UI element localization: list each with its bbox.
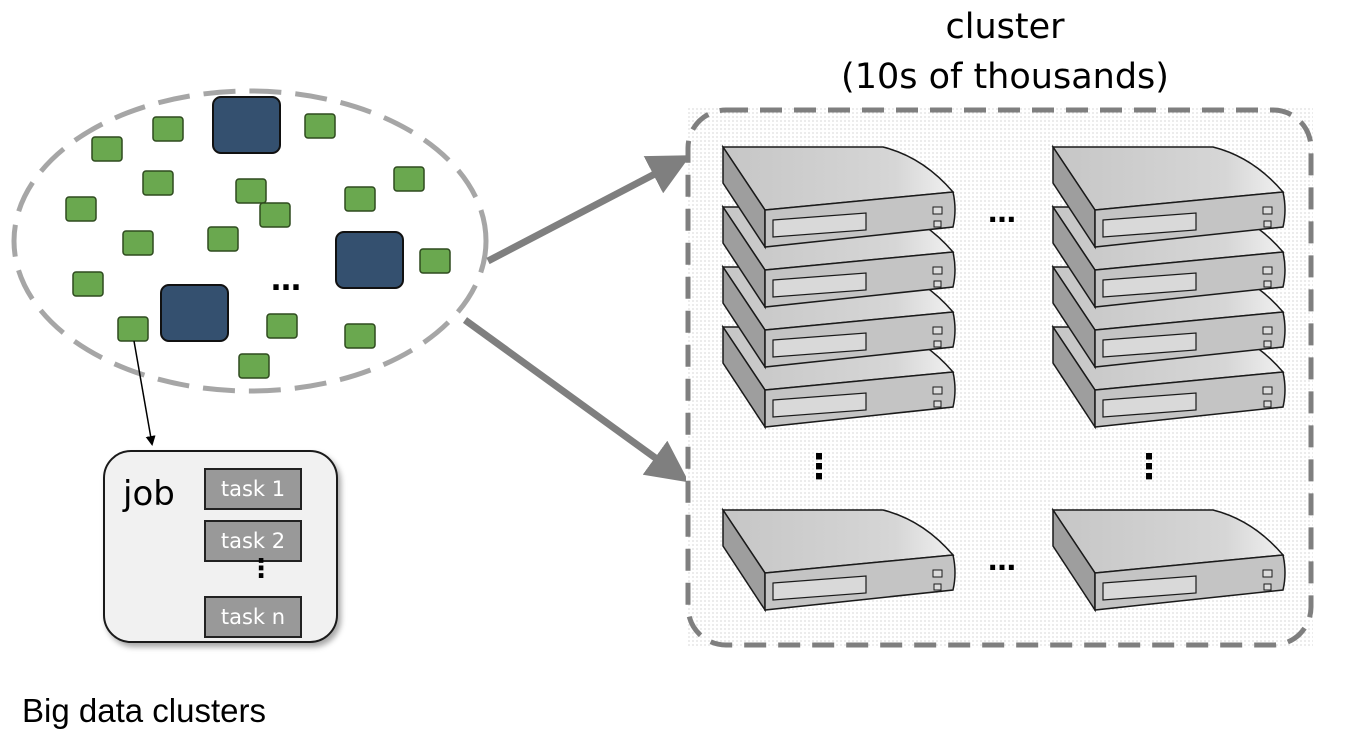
large-task-group bbox=[160, 96, 404, 342]
arrow-icon bbox=[486, 155, 691, 265]
small-task-icon bbox=[72, 271, 104, 297]
task-ellipsis: ⋮ bbox=[248, 554, 274, 584]
small-task-icon bbox=[152, 116, 184, 142]
cluster-title-line2: (10s of thousands) bbox=[841, 57, 1169, 97]
task-to-job-arrow bbox=[133, 340, 156, 446]
arrow-icon bbox=[462, 317, 690, 483]
large-task-icon bbox=[335, 231, 404, 289]
workload-boundary bbox=[11, 88, 489, 394]
small-task-icon bbox=[235, 178, 267, 204]
cluster-row-ellipsis: … bbox=[988, 544, 1016, 577]
large-task-icon bbox=[212, 96, 281, 154]
job-label: job bbox=[123, 474, 175, 514]
small-task-icon bbox=[122, 230, 154, 256]
caption: Big data clusters bbox=[22, 692, 266, 729]
small-task-icon bbox=[344, 323, 376, 349]
cluster-title-line1: cluster bbox=[945, 7, 1065, 47]
small-task-icon bbox=[91, 136, 123, 162]
large-task-icon bbox=[160, 284, 229, 342]
small-task-icon bbox=[207, 226, 239, 252]
job-box: job task 1 task 2 ⋮ task n bbox=[103, 450, 338, 643]
cluster-boundary bbox=[685, 107, 1314, 648]
small-task-icon bbox=[266, 313, 298, 339]
small-task-icon bbox=[304, 113, 336, 139]
cluster-column-ellipsis: ⋮ bbox=[802, 447, 836, 487]
small-task-icon bbox=[259, 202, 291, 228]
cluster-title: cluster (10s of thousands) bbox=[820, 2, 1190, 102]
small-task-icon bbox=[419, 248, 451, 274]
workload-ellipsis: … bbox=[271, 263, 301, 298]
small-task-icon bbox=[142, 170, 174, 196]
cluster-column-ellipsis: ⋮ bbox=[1132, 447, 1166, 487]
small-task-icon bbox=[65, 196, 97, 222]
small-task-group bbox=[65, 113, 451, 379]
task-box: task 2 bbox=[204, 520, 302, 562]
task-box: task n bbox=[204, 596, 302, 638]
small-task-icon bbox=[344, 186, 376, 212]
small-task-icon bbox=[393, 166, 425, 192]
task-box: task 1 bbox=[204, 468, 302, 510]
cluster-row-ellipsis: … bbox=[988, 196, 1016, 229]
small-task-icon bbox=[238, 353, 270, 379]
small-task-icon bbox=[117, 316, 149, 342]
